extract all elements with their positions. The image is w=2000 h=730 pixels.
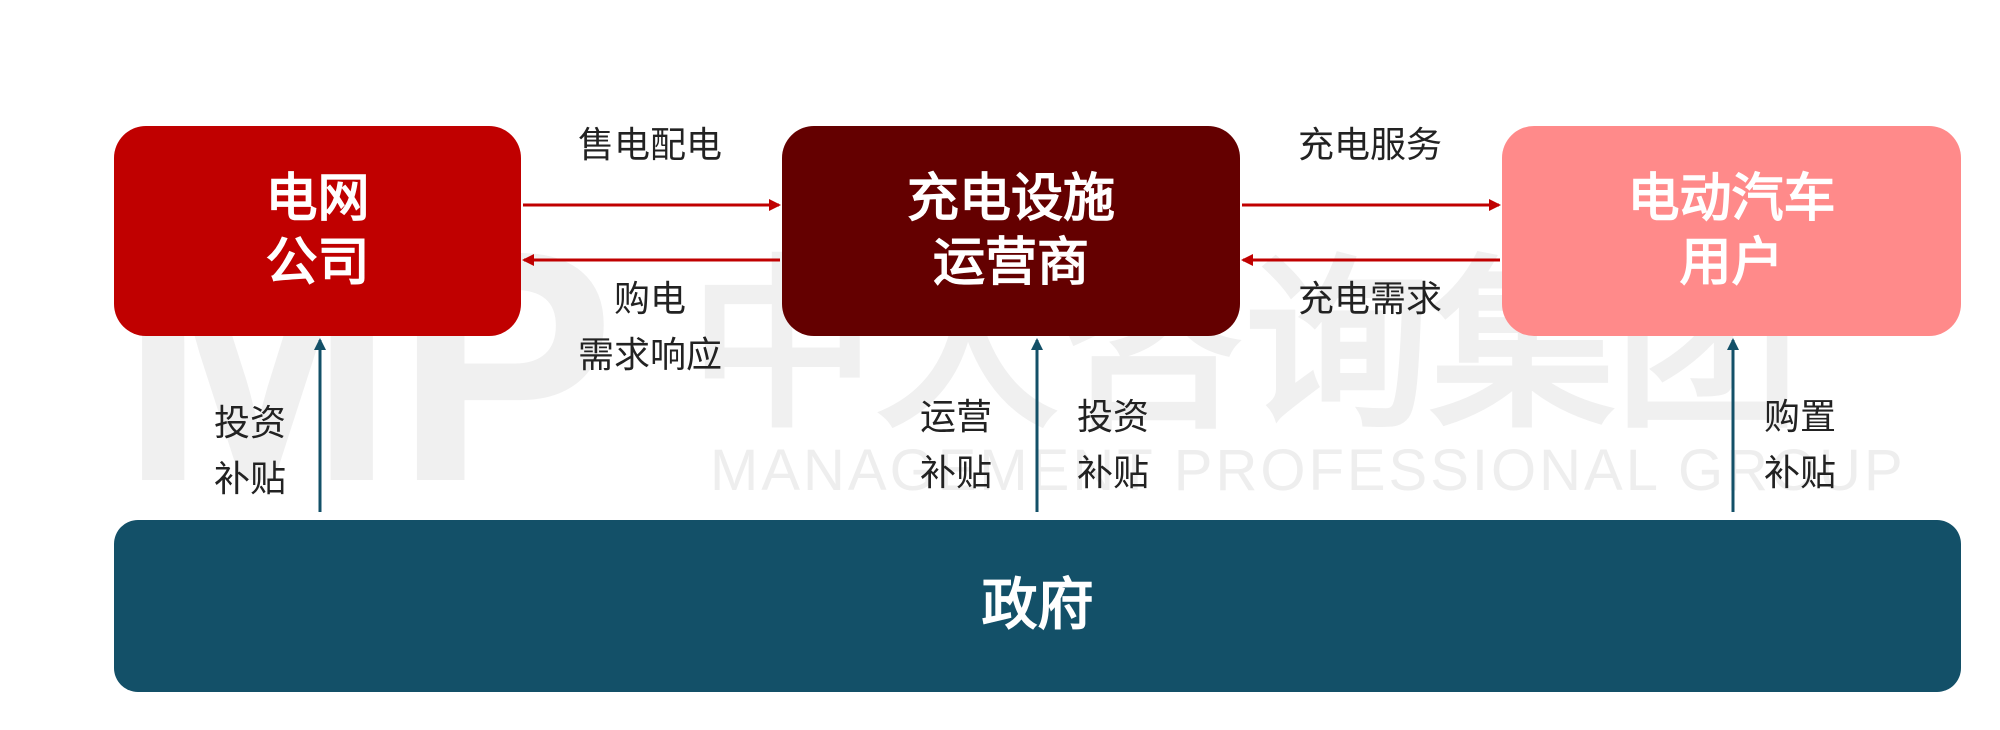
edge-label-buy-power-line1: 购电 — [613, 279, 686, 320]
edge-label-gov-operator-invest-line2: 补贴 — [1076, 453, 1149, 494]
edge-label-sell-power-text: 售电配电 — [577, 125, 722, 166]
grid-company-label-line1: 电网 — [265, 169, 370, 229]
edge-label-gov-users-line1: 购置 — [1763, 397, 1836, 438]
edge-label-gov-grid: 投资 补贴 — [200, 396, 300, 508]
edge-label-buy-power: 购电 需求响应 — [560, 272, 740, 384]
edge-label-charging-demand: 充电需求 — [1280, 272, 1460, 328]
charging-operator-label-line2: 运营商 — [932, 233, 1089, 293]
edge-label-gov-operator-ops-line1: 运营 — [919, 397, 992, 438]
ev-users-label-line2: 用户 — [1679, 233, 1784, 293]
grid-company-node: 电网 公司 — [114, 126, 521, 336]
edge-label-charging-service: 充电服务 — [1280, 118, 1460, 174]
edge-label-gov-users: 购置 补贴 — [1750, 390, 1850, 502]
edge-label-charging-demand-text: 充电需求 — [1297, 279, 1442, 320]
edge-label-gov-operator-ops-line2: 补贴 — [919, 453, 992, 494]
edge-label-gov-operator-invest-line1: 投资 — [1076, 397, 1149, 438]
grid-company-label-line2: 公司 — [265, 233, 370, 293]
edge-label-gov-grid-line1: 投资 — [213, 403, 286, 444]
ev-users-node: 电动汽车 用户 — [1502, 126, 1961, 336]
edge-label-sell-power: 售电配电 — [560, 118, 740, 174]
edge-label-gov-users-line2: 补贴 — [1763, 453, 1836, 494]
edge-label-charging-service-text: 充电服务 — [1297, 125, 1442, 166]
edge-label-buy-power-line2: 需求响应 — [577, 335, 722, 376]
charging-operator-label-line1: 充电设施 — [906, 169, 1115, 229]
ev-users-label-line1: 电动汽车 — [1627, 169, 1836, 229]
government-node: 政府 — [114, 520, 1961, 692]
charging-operator-node: 充电设施 运营商 — [782, 126, 1240, 336]
edge-label-gov-grid-line2: 补贴 — [213, 459, 286, 500]
government-label: 政府 — [981, 573, 1094, 638]
edge-label-gov-operator-ops: 运营 补贴 — [906, 390, 1006, 502]
edge-label-gov-operator-invest: 投资 补贴 — [1063, 390, 1163, 502]
